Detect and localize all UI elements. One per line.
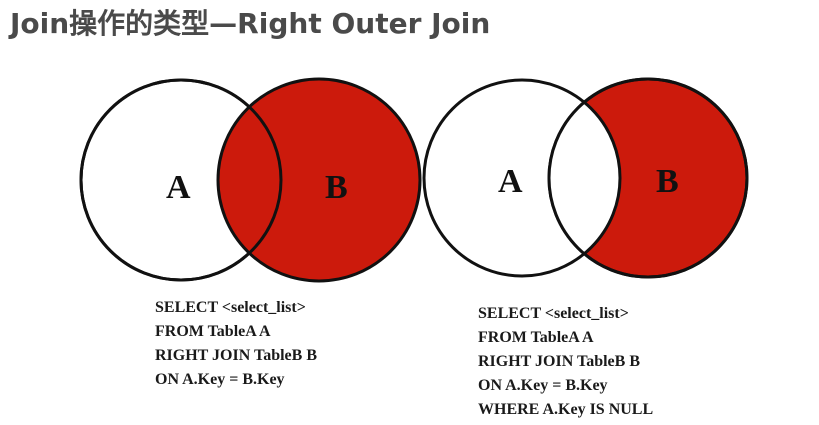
sql-line: SELECT <select_list> [478, 305, 629, 322]
venn-right-label-b: B [656, 163, 679, 200]
venn-left-circle-a-outline [79, 78, 283, 282]
sql-line: SELECT <select_list> [155, 299, 306, 316]
venn-left: A B [79, 77, 422, 283]
venn-right-circle-a [422, 78, 622, 278]
sql-line: FROM TableA A [155, 323, 271, 340]
venn-left-label-a: A [166, 169, 191, 206]
venn-left-circle-b [216, 77, 422, 283]
venn-right-circle-b-outline [547, 77, 749, 279]
sql-line: RIGHT JOIN TableB B [155, 347, 317, 364]
venn-right-label-a: A [498, 163, 523, 200]
page-title: Join操作的类型—Right Outer Join [10, 7, 491, 40]
sql-line: ON A.Key = B.Key [155, 371, 285, 388]
venn-left-label-b: B [325, 169, 348, 206]
venn-right: A B [422, 77, 749, 279]
sql-line: RIGHT JOIN TableB B [478, 353, 640, 370]
sql-query-left: SELECT <select_list> FROM TableA A RIGHT… [155, 296, 317, 392]
sql-line: WHERE A.Key IS NULL [478, 401, 654, 418]
sql-line: ON A.Key = B.Key [478, 377, 608, 394]
sql-query-right: SELECT <select_list> FROM TableA A RIGHT… [478, 302, 653, 422]
venn-right-overlap [549, 80, 620, 276]
sql-line: FROM TableA A [478, 329, 594, 346]
